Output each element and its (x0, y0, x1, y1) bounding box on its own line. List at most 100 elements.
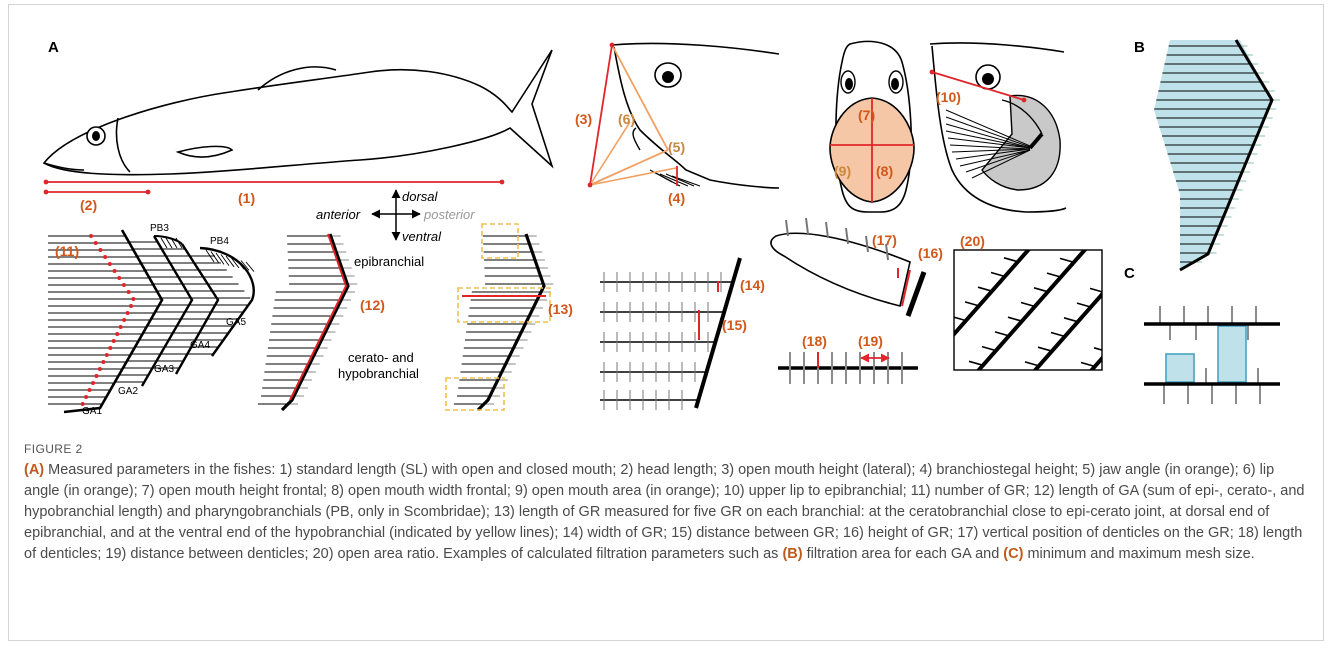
denticle (1055, 392, 1069, 396)
label-epibranchial: epibranchial (354, 254, 424, 269)
ga-length-12 (258, 234, 357, 410)
raker-count-dot (112, 339, 116, 343)
denticle (956, 376, 970, 380)
label-15: (15) (722, 317, 747, 333)
pb-hatch (221, 255, 229, 266)
label-dorsal: dorsal (402, 189, 439, 204)
panel-c-label: C (1124, 265, 1135, 282)
denticle (1159, 274, 1173, 278)
label-19: (19) (858, 333, 883, 349)
figure-caption: FIGURE 2 (A) Measured parameters in the … (24, 442, 1312, 565)
gr-length-13 (446, 224, 553, 410)
denticle (1069, 184, 1083, 188)
denticle (1017, 243, 1031, 247)
raker-count-dot (119, 325, 123, 329)
label-cerato: cerato- and (348, 350, 414, 365)
label-4: (4) (668, 190, 685, 206)
label-16: (16) (918, 245, 943, 261)
denticle (806, 218, 808, 234)
raker-count-dot (88, 388, 92, 392)
caption-c-text: minimum and maximum mesh size. (1023, 546, 1254, 562)
pb-hatch (211, 252, 219, 264)
label-17: (17) (872, 232, 897, 248)
panel-a-label: A (48, 39, 59, 56)
label-2: (2) (80, 197, 97, 213)
label-12: (12) (360, 297, 385, 313)
denticle (1133, 304, 1147, 308)
denticle (926, 346, 940, 350)
raker-count-dot (117, 276, 121, 280)
raker-count-dot (129, 304, 133, 308)
label-10: (10) (936, 89, 961, 105)
denticle (1056, 199, 1070, 203)
head-gill (930, 43, 1066, 212)
label-anterior: anterior (316, 207, 361, 222)
label-14: (14) (740, 277, 765, 293)
denticle (1016, 436, 1030, 440)
denticle (1129, 244, 1143, 248)
denticle (1086, 229, 1100, 233)
label-ga5: GA5 (226, 317, 246, 328)
fish-pupil (92, 131, 100, 141)
denticle (1107, 333, 1121, 337)
label-5: (5) (668, 139, 685, 155)
denticle (1068, 377, 1082, 381)
panel-b-label: B (1134, 39, 1145, 56)
label-11: (11) (55, 243, 79, 259)
label-ga3: GA3 (154, 364, 174, 375)
label-ga4: GA4 (190, 340, 210, 351)
label-7: (7) (858, 107, 875, 123)
raker-count-dot (108, 262, 112, 266)
raker-count-dot (122, 318, 126, 322)
head-lateral (588, 43, 779, 188)
caption-a-label: (A) (24, 462, 44, 478)
denticle (1073, 244, 1087, 248)
label-posterior: posterior (423, 207, 475, 222)
caption-c-label: (C) (1003, 546, 1023, 562)
pb-hatch (236, 259, 244, 269)
label-18: (18) (802, 333, 827, 349)
raker-count-dot (115, 332, 119, 336)
label-ga2: GA2 (118, 386, 138, 397)
denticle (999, 391, 1013, 395)
raker-count-dot (103, 255, 107, 259)
fish-outline (44, 50, 552, 175)
raker-count-dot (126, 311, 130, 315)
denticle (1103, 274, 1117, 278)
raker-count-dot (131, 297, 135, 301)
caption-b-text: filtration area for each GA and (803, 546, 1004, 562)
raker-count-dot (101, 360, 105, 364)
label-ga1: GA1 (82, 406, 102, 417)
figure-2-illustration: A (1) (2) (3) (6) (5) (4) (0, 0, 1332, 440)
raker-count-dot (84, 395, 88, 399)
gr-detail-16-17 (771, 218, 924, 316)
gr-width-14-15 (600, 258, 740, 410)
raker-count-dot (98, 248, 102, 252)
label-hypobranchial: hypobranchial (338, 366, 419, 381)
caption-b-label: (B) (782, 546, 802, 562)
raker-count-dot (89, 234, 93, 238)
denticle (1120, 318, 1134, 322)
label-3: (3) (575, 111, 592, 127)
open-area-20 (926, 180, 1180, 440)
mesh-size-c (1144, 306, 1280, 404)
raker-count-dot (94, 241, 98, 245)
raker-count-dot (91, 381, 95, 385)
label-8: (8) (876, 163, 893, 179)
raker-count-dot (94, 374, 98, 378)
head-frontal (830, 41, 914, 212)
raker-count-dot (98, 367, 102, 371)
label-pb3: PB3 (150, 223, 169, 234)
raker-count-dot (127, 290, 131, 294)
pb-hatch (161, 238, 167, 248)
raker-count-dot (113, 269, 117, 273)
figure-label: FIGURE 2 (24, 442, 1312, 456)
caption-text: (A) Measured parameters in the fishes: 1… (24, 460, 1312, 565)
label-ventral: ventral (402, 229, 442, 244)
raker-count-dot (122, 283, 126, 287)
label-6: (6) (618, 111, 635, 127)
denticle (1029, 421, 1043, 425)
filtration-area-b (1154, 40, 1280, 270)
denticle (939, 331, 953, 335)
denticle (986, 406, 1000, 410)
